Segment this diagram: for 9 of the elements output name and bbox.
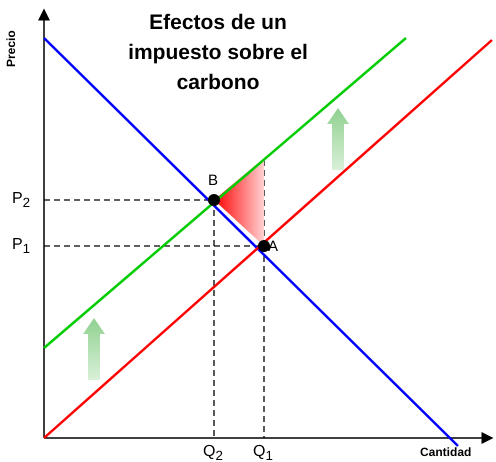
axis-title: Cantidad (420, 445, 472, 459)
axis-title: Precio (4, 30, 18, 67)
axis-label: P$_{2}$ (12, 190, 30, 210)
axis-label: P$_{1}$ (12, 236, 30, 256)
axis-label: Q$_{1}$ (253, 443, 273, 462)
axis-label: Q$_{2}$ (203, 443, 223, 462)
chart-title: Efectos de un impuesto sobre el carbono (127, 10, 309, 96)
point-label: A (268, 238, 278, 255)
point-label: B (208, 172, 218, 189)
